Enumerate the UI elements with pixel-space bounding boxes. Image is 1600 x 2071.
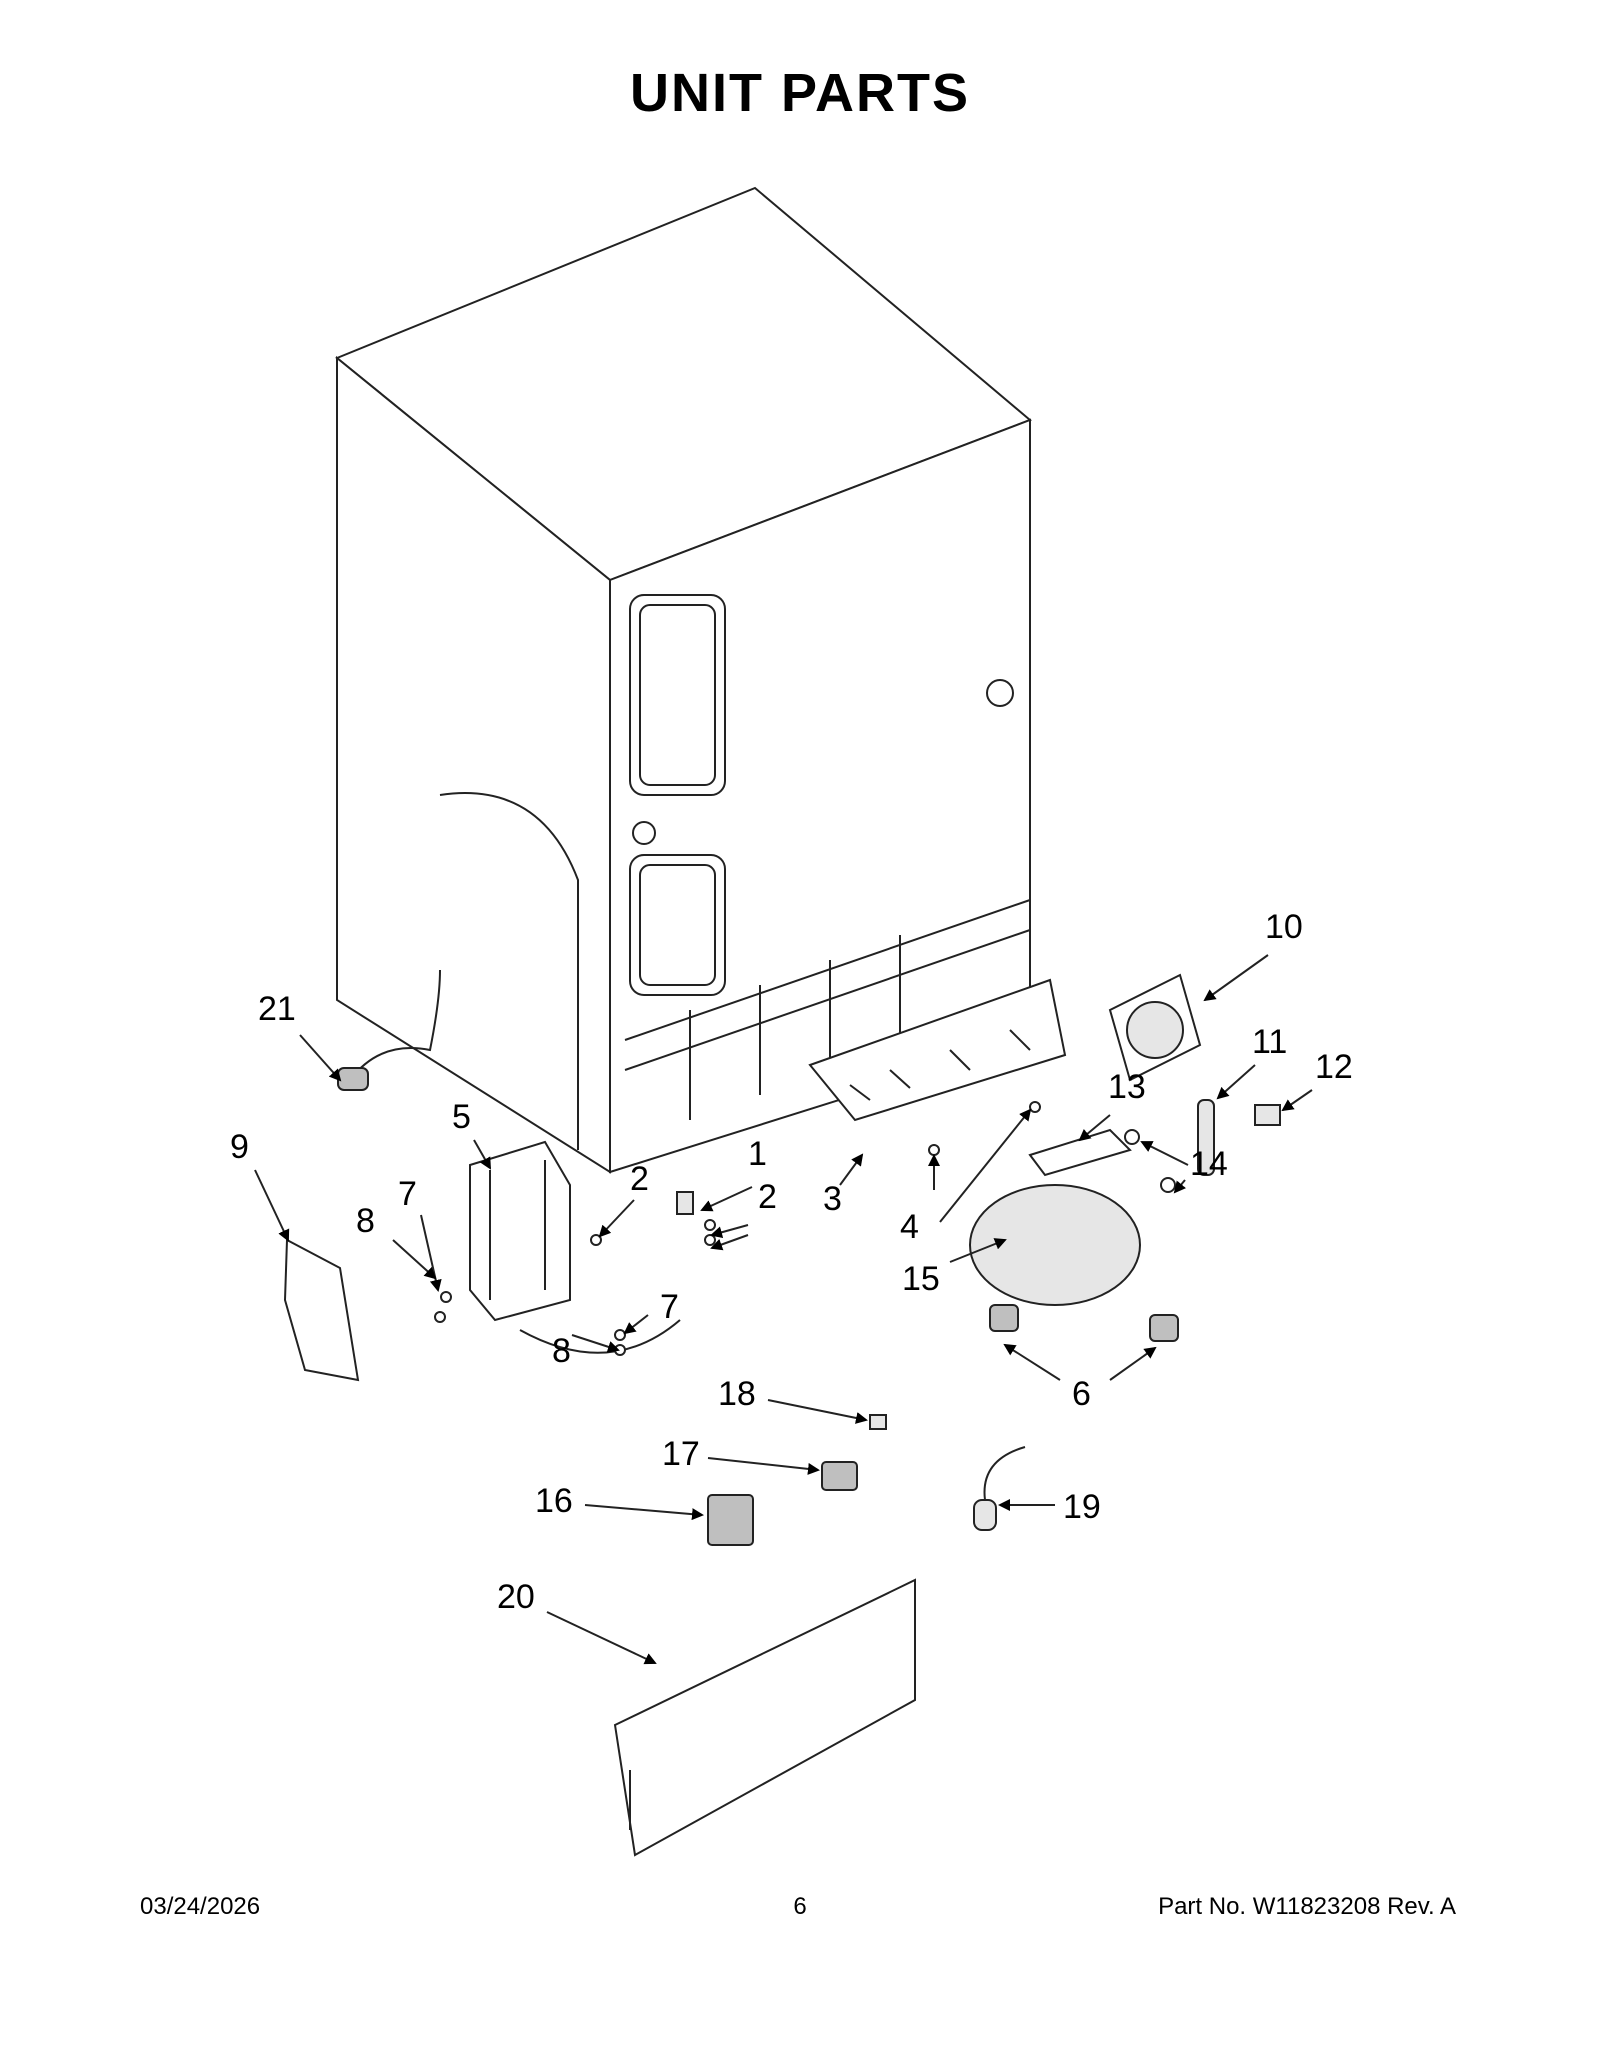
compressor — [969, 1128, 1179, 1342]
page-title: UNIT PARTS — [630, 63, 970, 123]
callout-21: 21 — [258, 990, 296, 1028]
callout-5: 5 — [452, 1098, 471, 1136]
control-box — [469, 1140, 681, 1354]
footer-part-number: Part No. W11823208 Rev. A — [1158, 1893, 1456, 1920]
drain-pan — [808, 978, 1067, 1122]
filter-drier — [1197, 1099, 1215, 1176]
refrigerator-cabinet — [335, 186, 1032, 1174]
callout-6: 6 — [1072, 1375, 1091, 1413]
callout-8b: 8 — [552, 1332, 571, 1370]
callout-17: 17 — [662, 1435, 700, 1473]
callout-7b: 7 — [660, 1288, 679, 1326]
callout-19: 19 — [1063, 1488, 1101, 1526]
callout-8: 8 — [356, 1202, 375, 1240]
small-parts — [434, 1101, 1176, 1356]
callout-arrows — [254, 954, 1313, 1665]
callout-2: 2 — [630, 1160, 649, 1198]
callout-16: 16 — [535, 1482, 573, 1520]
callout-12: 12 — [1315, 1048, 1353, 1086]
callout-18: 18 — [718, 1375, 756, 1413]
callout-14: 14 — [1190, 1145, 1228, 1183]
callout-20: 20 — [497, 1578, 535, 1616]
callout-9: 9 — [230, 1128, 249, 1166]
access-cover — [283, 1238, 360, 1382]
callout-10: 10 — [1265, 908, 1303, 946]
callout-1: 1 — [748, 1135, 767, 1173]
callout-labels: 1 2 2 3 4 5 6 7 7 8 8 9 10 11 12 13 14 1… — [230, 908, 1353, 1616]
callout-15: 15 — [902, 1260, 940, 1298]
clip — [1254, 1104, 1281, 1126]
start-components — [707, 1414, 1026, 1546]
callout-13: 13 — [1108, 1068, 1146, 1106]
footer-page-number: 6 — [793, 1893, 807, 1920]
condenser-fan — [1108, 973, 1202, 1082]
callout-11: 11 — [1252, 1023, 1287, 1061]
callout-3: 3 — [823, 1180, 842, 1218]
footer-date: 03/24/2026 — [140, 1893, 261, 1920]
callout-7: 7 — [398, 1175, 417, 1213]
callout-4: 4 — [900, 1208, 919, 1246]
callout-2b: 2 — [758, 1178, 777, 1216]
control-board — [613, 1578, 916, 1857]
